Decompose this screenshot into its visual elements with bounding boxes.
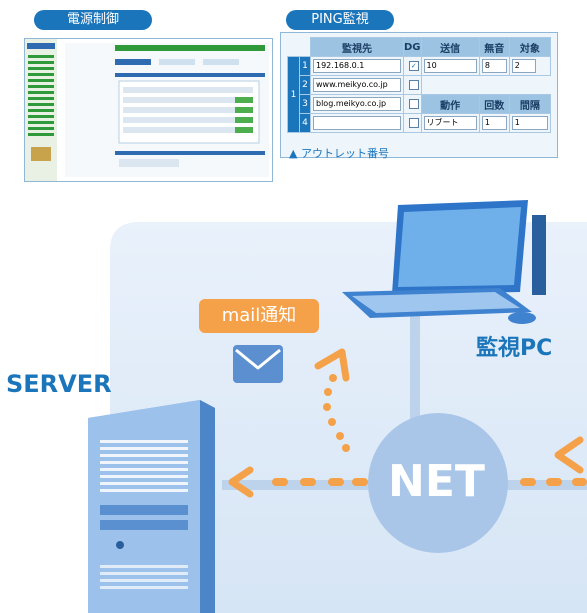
mail-notify-badge: mail通知 [199, 299, 319, 333]
arrow-from-right [554, 436, 584, 474]
count-input[interactable]: 1 [481, 116, 507, 130]
arrow-to-mail [314, 348, 350, 382]
target-input[interactable]: 192.168.0.1 [313, 59, 401, 73]
monitor-pc-icon [342, 200, 546, 324]
header-action: 動作 [420, 94, 480, 114]
header-silent: 無音 [478, 37, 510, 57]
ping-row: 4 リブート 1 1 [288, 113, 552, 133]
interval-input[interactable]: 1 [511, 116, 548, 130]
target-input[interactable] [313, 116, 401, 130]
send-input[interactable]: 10 [423, 59, 477, 73]
outlet-number-note: ▲ アウトレット番号 [289, 147, 389, 160]
ping-row: 1 1 192.168.0.1 ✓ 10 8 2 [287, 56, 552, 133]
ping-row: 2 www.meikyo.co.jp [288, 75, 551, 95]
network-line-vertical [410, 300, 420, 430]
target-input[interactable]: www.meikyo.co.jp [313, 78, 401, 92]
silent-input[interactable]: 8 [481, 59, 507, 73]
object-select[interactable]: 2 [511, 59, 536, 73]
server-label: SERVER [6, 370, 112, 398]
power-control-screenshot [24, 38, 273, 182]
dg-checkbox[interactable] [408, 117, 419, 128]
target-input[interactable]: blog.meikyo.co.jp [313, 97, 401, 111]
power-control-label: 電源制御 [34, 10, 152, 30]
net-label: NET [388, 456, 485, 507]
dg-checkbox[interactable]: ✓ [408, 60, 419, 71]
action-select[interactable]: リブート [423, 116, 477, 130]
dg-checkbox[interactable] [408, 98, 419, 109]
dg-checkbox[interactable] [408, 79, 419, 90]
header-send: 送信 [420, 37, 480, 57]
net-node [368, 413, 508, 553]
ping-monitor-label: PING監視 [286, 10, 394, 30]
envelope-icon [233, 345, 283, 383]
ping-row: 3 blog.meikyo.co.jp 動作 回数 間隔 [288, 94, 552, 114]
arrow-to-server [228, 466, 254, 498]
ping-monitor-panel: 監視先 DG 送信 無音 対象 1 1 192.168.0.1 ✓ 10 8 2… [280, 32, 558, 160]
monitor-pc-label: 監視PC [476, 336, 553, 361]
server-icon [88, 400, 215, 613]
header-target: 監視先 [310, 37, 404, 57]
power-control-ui-thumbnail [25, 39, 269, 181]
